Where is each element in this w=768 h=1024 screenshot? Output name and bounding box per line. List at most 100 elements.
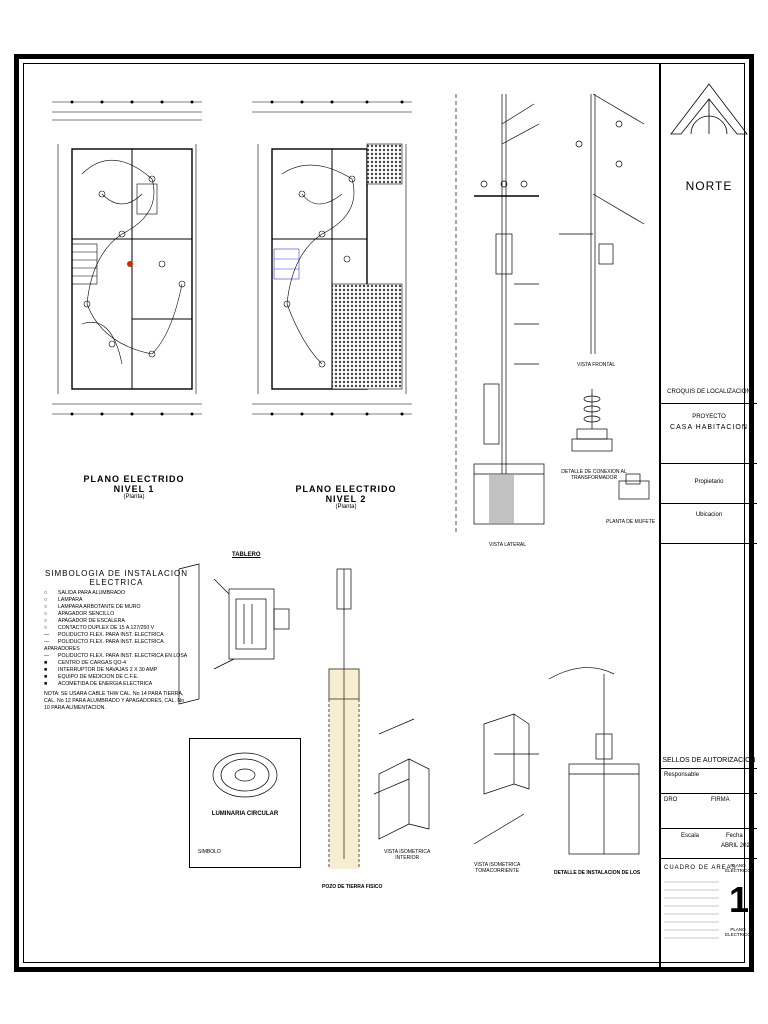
legend-item-label: CONTACTO DUPLEX DE 15 A 127/250 V — [58, 625, 155, 631]
legend-symbol-icon: — — [44, 639, 50, 645]
legend-symbol-icon: ○ — [44, 604, 48, 610]
legend-symbol-icon: — — [44, 632, 50, 638]
legend-item: ○ LAMPARA ARBOTANTE DE MURO — [44, 604, 189, 611]
legend-item: ○ LAMPARA — [44, 597, 189, 604]
plano-footer: PLANO ELECTRICO — [725, 927, 751, 937]
propietario-label: Propietario — [694, 479, 724, 485]
fecha-value: ABRIL 2021 — [721, 843, 754, 849]
legend-item-label: SALIDA PARA ALUMBRADO — [58, 590, 126, 596]
legend-item: ■ CENTRO DE CARGAS QO-4 — [44, 660, 189, 667]
scale-date-cell: Escala Fecha ABRIL 2021 — [661, 829, 757, 859]
legend-item: ○ CONTACTO DUPLEX DE 15 A 127/250 V — [44, 625, 189, 632]
detalle-instalacion-label: DETALLE DE INSTALACION DE LOS — [554, 870, 641, 876]
legend-symbol-icon: ○ — [44, 618, 48, 624]
legend-symbol-icon: — — [44, 653, 50, 659]
legend-item-label: APAGADOR SENCILLO — [58, 611, 115, 617]
ground-well-detail — [328, 568, 360, 869]
legend-item-label: CENTRO DE CARGAS QO-4 — [58, 660, 127, 666]
responsible-cell: Responsable — [661, 769, 757, 794]
planta-mufete-label: PLANTA DE MUFETE — [606, 519, 656, 525]
proyecto-name: CASA HABITACION — [670, 424, 748, 431]
pole-detail-lateral — [455, 94, 545, 534]
legend-item-label: POLIDUCTO FLEX. PARA INST. ELECTRICA EN … — [58, 653, 188, 659]
vista-isometrica-2-sub: TOMACORRIENTE — [475, 868, 520, 874]
legend-item: ○ SALIDA PARA ALUMBRADO — [44, 590, 189, 597]
luminaria-detail: LUMINARIA CIRCULAR SIMBOLO — [189, 738, 301, 868]
legend-symbol-icon: ■ — [44, 674, 48, 680]
north-label: NORTE — [685, 179, 733, 193]
detalle-conexion-label: DETALLE DE CONEXION AL TRANSFORMADOR — [561, 469, 627, 481]
legend-symbol-icon: ○ — [44, 597, 48, 603]
sheet-number: 1 — [729, 879, 750, 920]
pole-detail-frontal — [559, 93, 645, 354]
vista-isometrica-2-title: VISTA ISOMETRICA — [474, 862, 521, 868]
pozo-tierra-label: POZO DE TIERRA FISICO — [322, 884, 383, 890]
legend-item: ■ACOMETIDA DE ENERGIA ELECTRICA — [44, 681, 189, 688]
legend-item: ○ APAGADOR SENCILLO — [44, 611, 189, 618]
floor-plan-level-1 — [52, 100, 202, 416]
croquis-label: CROQUIS DE LOCALIZACION — [667, 389, 751, 395]
legend-symbol-icon: ○ — [44, 625, 48, 631]
dro-cell: DRO FIRMA — [661, 794, 757, 829]
legend-item-label: APAGADOR DE ESCALERA — [58, 618, 125, 624]
tablero-detail — [178, 563, 290, 705]
proyecto-label: PROYECTO — [692, 414, 726, 420]
mufete-plan — [618, 473, 650, 500]
dro-label: DRO — [664, 797, 678, 803]
plano-label: PLANO ELECTRICO — [725, 863, 751, 873]
luminaria-drawing — [212, 752, 278, 798]
vista-lateral-label: VISTA LATERAL — [489, 542, 527, 548]
legend-title: SIMBOLOGIA DE INSTALACION ELECTRICA — [44, 569, 189, 587]
areas-cell: CUADRO DE AREAS PLANO ELECTRICO 1 PLANO … — [661, 859, 757, 970]
luminaria-symbol-label: SIMBOLO — [198, 849, 221, 855]
plan-1-subtitle: NIVEL 1 — [113, 484, 155, 494]
drawing-frame: PLANO ELECTRIDO NIVEL 1 (Planta) — [23, 63, 757, 970]
isometric-view-outlet — [473, 713, 539, 845]
firma-label: FIRMA — [711, 797, 730, 803]
vista-isometrica-2-label: VISTA ISOMETRICA TOMACORRIENTE — [474, 862, 520, 874]
sellos-label: SELLOS DE AUTORIZACION — [662, 757, 756, 764]
north-arrow-icon — [670, 83, 748, 135]
legend-item-label: LAMPARA ARBOTANTE DE MURO — [58, 604, 141, 610]
legend-item: ○ APAGADOR DE ESCALERA — [44, 618, 189, 625]
legend-item-label: POLIDUCTO FLEX. PARA INST. ELECTRICA APA… — [44, 639, 164, 652]
north-cell: NORTE CROQUIS DE LOCALIZACION — [661, 64, 757, 404]
plan-1-scale: (Planta) — [123, 494, 145, 500]
project-cell: PROYECTO CASA HABITACION — [661, 404, 757, 464]
seals-cell: SELLOS DE AUTORIZACION — [661, 544, 757, 769]
cuadro-areas-label: CUADRO DE AREAS — [664, 865, 737, 871]
legend-item: — POLIDUCTO FLEX. PARA INST. ELECTRICA EN… — [44, 653, 189, 660]
legend-item-label: LAMPARA — [58, 597, 83, 603]
legend-list: ○ SALIDA PARA ALUMBRADO ○ LAMPARA ○ LAMPARA A… — [44, 590, 189, 688]
legend-symbol-icon: ○ — [44, 590, 48, 596]
legend-item-label: INTERRUPTOR DE NAVAJAS 2 X 30 AMP — [58, 667, 158, 673]
plan-2-scale: (Planta) — [335, 504, 357, 510]
legend-symbol-icon: ○ — [44, 611, 48, 617]
legend-symbol-icon: ■ — [44, 667, 48, 673]
installation-detail — [548, 667, 640, 855]
legend-symbol-icon: ■ — [44, 660, 48, 666]
escala-label: Escala — [681, 833, 700, 839]
vista-frontal-label: VISTA FRONTAL — [577, 362, 616, 368]
responsable-label: Responsable — [664, 772, 700, 778]
floor-plan-level-2 — [252, 100, 412, 416]
legend-symbol-icon: ■ — [44, 681, 48, 687]
luminaria-title: LUMINARIA CIRCULAR — [211, 811, 279, 817]
plan-2-caption: PLANO ELECTRIDO NIVEL 2 (Planta) — [286, 484, 406, 510]
plan-2-title: PLANO ELECTRIDO — [295, 484, 397, 494]
legend-item-label: EQUIPO DE MEDICION DE C.F.E. — [58, 674, 139, 680]
title-block: NORTE CROQUIS DE LOCALIZACION PROYECTO C… — [659, 64, 757, 970]
fecha-label: Fecha — [726, 833, 743, 839]
vista-isometrica-1-sub: INTERIOR — [395, 855, 420, 861]
legend-notes: NOTA: SE USARA CABLE THW CAL. No 14 PARA… — [44, 691, 185, 711]
plan-2-subtitle: NIVEL 2 — [325, 494, 367, 504]
plan-1-caption: PLANO ELECTRIDO NIVEL 1 (Planta) — [74, 474, 194, 500]
ubicacion-label: Ubicacion — [695, 512, 723, 518]
transformer-connection-detail — [571, 389, 613, 452]
areas-table-lines — [664, 881, 719, 939]
vista-isometrica-1-title: VISTA ISOMETRICA — [384, 849, 431, 855]
tablero-title: TABLERO — [232, 552, 261, 558]
vista-isometrica-1-label: VISTA ISOMETRICA INTERIOR — [384, 849, 430, 861]
plan-1-title: PLANO ELECTRIDO — [83, 474, 185, 484]
location-cell: Ubicacion — [661, 504, 757, 544]
